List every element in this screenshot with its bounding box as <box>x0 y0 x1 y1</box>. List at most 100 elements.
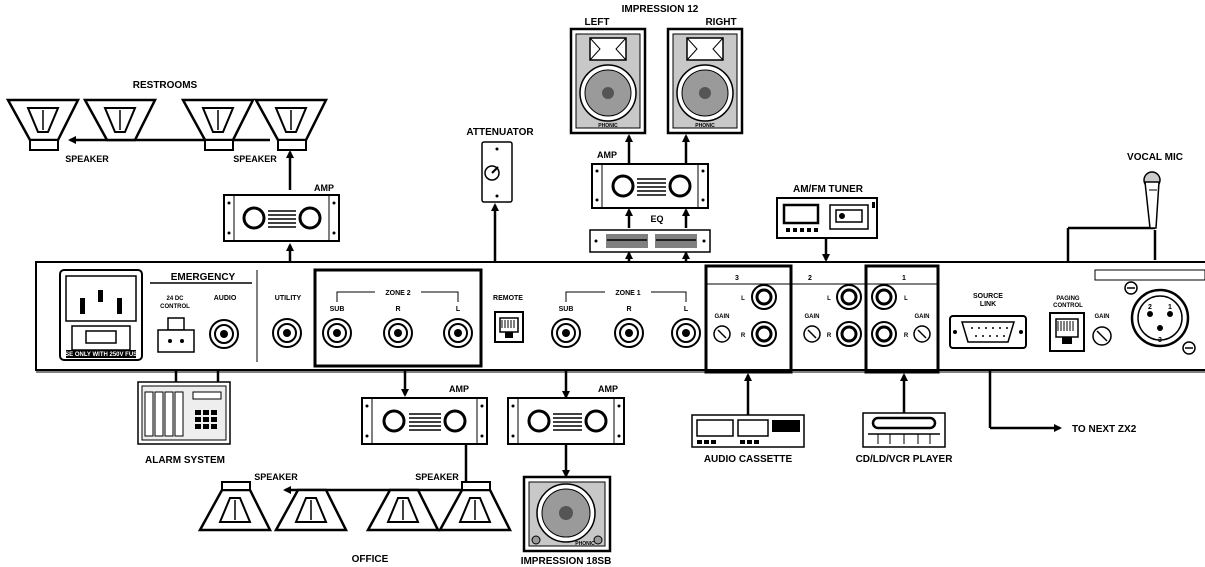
restroom-speaker-1 <box>5 98 81 151</box>
zone2-amp-label: AMP <box>449 384 469 394</box>
paging-control-label-2: CONTROL <box>1053 303 1083 309</box>
input2-section: 2 L R GAIN <box>791 275 866 347</box>
office-speaker-label-2: SPEAKER <box>415 472 459 482</box>
input1-l-rca[interactable] <box>871 284 897 310</box>
impression12-title: IMPRESSION 12 <box>622 4 699 15</box>
office-speaker-2 <box>273 488 349 532</box>
impression18sb-label: IMPRESSION 18SB <box>521 556 612 567</box>
restroom-speaker-2 <box>82 98 158 142</box>
impression-amp-label: AMP <box>597 150 617 160</box>
zone2-outputs: ZONE 2 SUB R L <box>313 268 483 368</box>
input3-gain-knob[interactable] <box>713 325 731 343</box>
paging-control-port[interactable] <box>1049 312 1085 352</box>
graphic-eq: EQ <box>589 214 711 253</box>
impression18sb-brand: PHONIC <box>575 541 595 547</box>
zone2-l-label: L <box>456 306 461 313</box>
mic-gain-knob[interactable] <box>1092 326 1112 346</box>
zone1-r-label: R <box>626 306 631 313</box>
fuse-label: USE ONLY WITH 250V FUSE <box>61 352 141 358</box>
dc-control-terminal[interactable] <box>157 317 195 353</box>
zone1-outputs: ZONE 1 SUB R L <box>551 286 701 348</box>
restroom-speaker-label-2: SPEAKER <box>233 154 277 164</box>
input2-r-rca[interactable] <box>836 321 862 347</box>
alarm-system-label: ALARM SYSTEM <box>145 455 225 466</box>
impression12-right-speaker: PHONIC <box>666 27 744 135</box>
attenuator-wallplate <box>481 141 513 203</box>
source-link-label-1: SOURCE <box>973 293 1003 300</box>
zone1-l-label: L <box>684 306 689 313</box>
zone1-label: ZONE 1 <box>615 290 640 297</box>
source-link-port[interactable] <box>949 315 1027 349</box>
office-speaker-1 <box>197 481 273 532</box>
input2-gain-label: GAIN <box>805 314 820 320</box>
input1-r-label: R <box>904 333 909 339</box>
cd-ld-vcr-player <box>862 412 946 448</box>
mic-gain-label: GAIN <box>1095 314 1110 320</box>
audio-cassette-deck <box>691 414 805 448</box>
impression12-left-label: LEFT <box>585 17 610 28</box>
office-speaker-label-1: SPEAKER <box>254 472 298 482</box>
mic-xlr-input[interactable]: 2 1 3 <box>1094 269 1205 355</box>
zone2-r-jack[interactable] <box>383 318 413 348</box>
cd-ld-vcr-label: CD/LD/VCR PLAYER <box>856 454 954 465</box>
input3-section: 3 L R GAIN <box>704 264 793 374</box>
zone1-l-jack[interactable] <box>671 318 701 348</box>
input1-gain-knob[interactable] <box>913 325 931 343</box>
input3-l-rca[interactable] <box>751 284 777 310</box>
zone1-amp-label: AMP <box>598 384 618 394</box>
zone1-r-jack[interactable] <box>614 318 644 348</box>
zone1-sub-amp: AMP <box>507 384 625 445</box>
restroom-speaker-3 <box>180 98 256 151</box>
impression12-left-brand: PHONIC <box>598 123 618 129</box>
am-fm-tuner <box>776 197 878 239</box>
input2-r-label: R <box>827 333 832 339</box>
input1-gain-label: GAIN <box>915 314 930 320</box>
mic-pin-1: 1 <box>1168 304 1172 311</box>
office-speaker-4 <box>437 481 513 532</box>
paging-control-label-1: PAGING <box>1056 296 1080 302</box>
zone2-l-jack[interactable] <box>443 318 473 348</box>
vocal-mic <box>1143 171 1161 229</box>
input1-section: 1 L R GAIN <box>864 264 940 374</box>
restroom-speaker-4 <box>253 98 329 151</box>
input3-l-label: L <box>741 296 745 302</box>
office-label: OFFICE <box>352 554 389 565</box>
rear-panel: USE ONLY WITH 250V FUSE EMERGENCY 24 DC … <box>35 261 1205 374</box>
emergency-label: EMERGENCY <box>171 272 236 283</box>
restrooms-title: RESTROOMS <box>133 80 198 91</box>
zone2-amp: AMP <box>361 384 488 445</box>
zone1-sub-jack[interactable] <box>551 318 581 348</box>
utility-jack[interactable] <box>272 318 302 348</box>
attenuator-label: ATTENUATOR <box>466 127 534 138</box>
input2-label: 2 <box>808 275 812 282</box>
dc-control-label-1: 24 DC <box>166 296 184 302</box>
input1-label: 1 <box>902 275 906 282</box>
input1-l-label: L <box>904 296 908 302</box>
zone2-sub-jack[interactable] <box>322 318 352 348</box>
impression12-right-brand: PHONIC <box>695 123 715 129</box>
dc-control-label-2: CONTROL <box>160 304 190 310</box>
remote-rj45-port[interactable] <box>494 311 524 343</box>
mic-pin-2: 2 <box>1148 304 1152 311</box>
utility-label: UTILITY <box>275 295 302 302</box>
emergency-audio-jack[interactable] <box>209 319 239 349</box>
to-next-zx2-label: TO NEXT ZX2 <box>1072 424 1137 435</box>
office-speakers <box>197 481 513 532</box>
emergency-audio-label: AUDIO <box>214 295 237 302</box>
remote-label: REMOTE <box>493 295 523 302</box>
input3-r-rca[interactable] <box>751 321 777 347</box>
input2-l-rca[interactable] <box>836 284 862 310</box>
alarm-system <box>137 381 231 445</box>
impression12-right-label: RIGHT <box>705 17 736 28</box>
vocal-mic-label: VOCAL MIC <box>1127 152 1183 163</box>
source-link-label-2: LINK <box>980 301 996 308</box>
input2-l-label: L <box>827 296 831 302</box>
restroom-speaker-label-1: SPEAKER <box>65 154 109 164</box>
tuner-label: AM/FM TUNER <box>793 184 864 195</box>
input3-gain-label: GAIN <box>715 314 730 320</box>
office-speaker-3 <box>365 488 441 532</box>
input2-gain-knob[interactable] <box>803 325 821 343</box>
mic-pin-3: 3 <box>1158 337 1162 344</box>
input1-r-rca[interactable] <box>871 321 897 347</box>
